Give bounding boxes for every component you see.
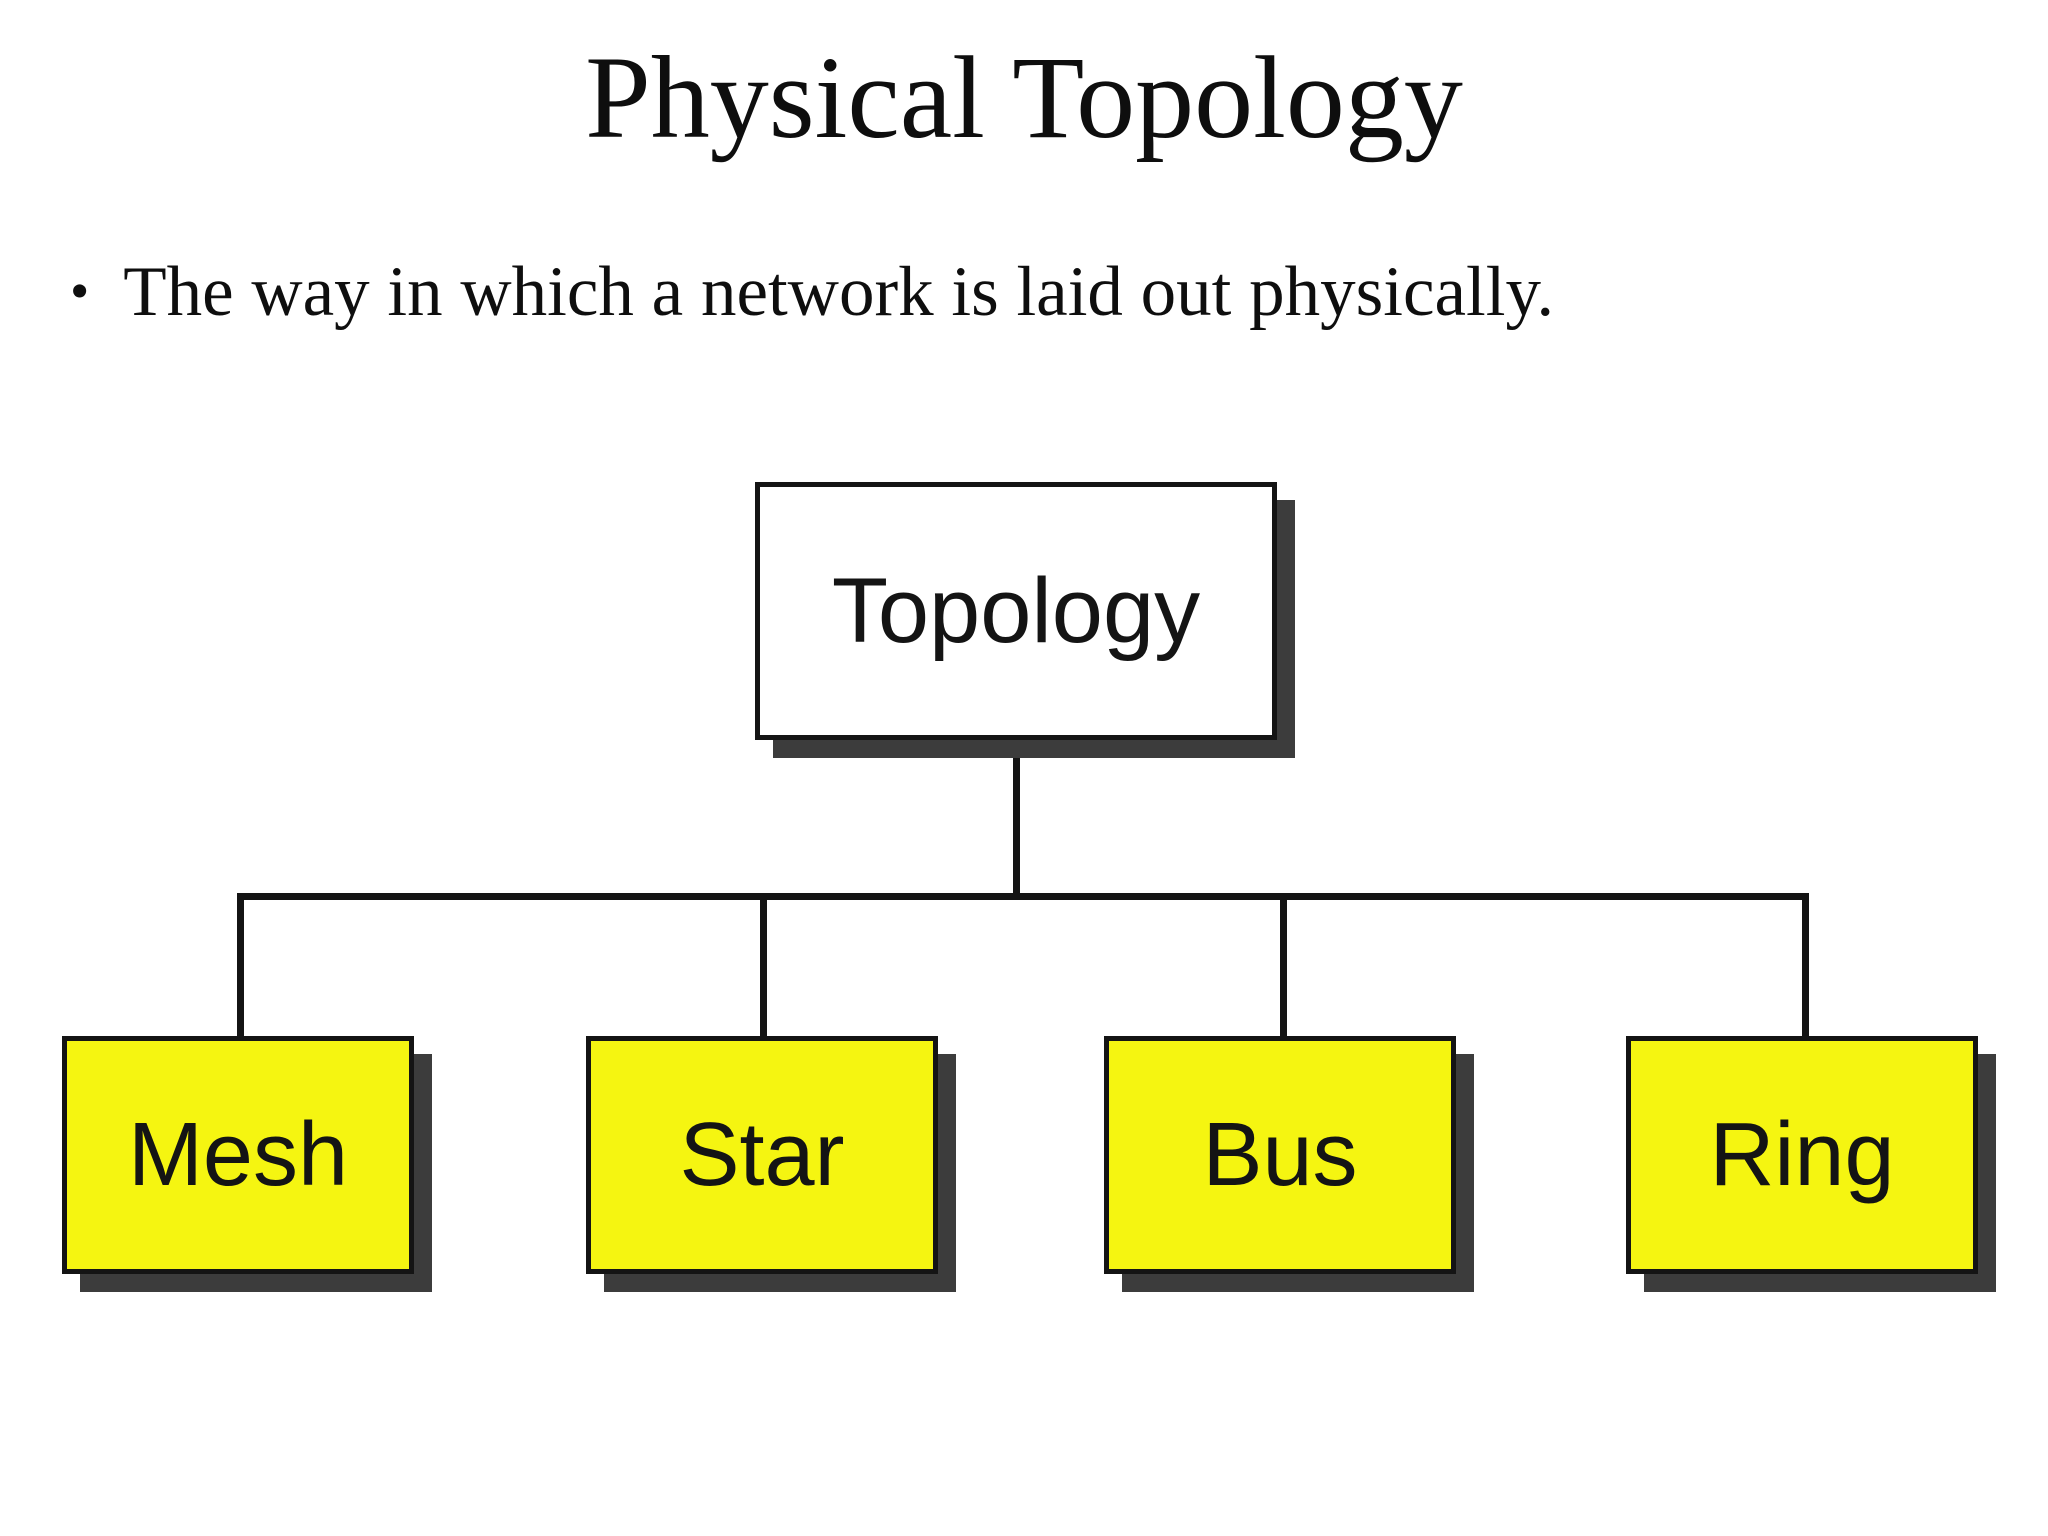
- bullet-marker: •: [70, 260, 90, 321]
- node-topology-label: Topology: [831, 559, 1201, 662]
- node-ring: Ring: [1626, 1036, 1978, 1274]
- node-star-label: Star: [679, 1104, 845, 1205]
- node-bus-label: Bus: [1202, 1104, 1358, 1205]
- page-title: Physical Topology: [585, 32, 1463, 163]
- bullet-text: The way in which a network is laid out p…: [123, 253, 1555, 331]
- connector-drop-bus: [1280, 893, 1287, 1043]
- connector-drop-mesh: [237, 893, 244, 1043]
- node-topology: Topology: [755, 482, 1277, 740]
- connector-drop-star: [760, 893, 767, 1043]
- node-ring-label: Ring: [1709, 1104, 1895, 1205]
- node-mesh-label: Mesh: [127, 1104, 349, 1205]
- connector-stem: [1013, 740, 1020, 898]
- connector-bar: [237, 893, 1809, 900]
- bullet-item: • The way in which a network is laid out…: [70, 252, 1554, 333]
- node-bus: Bus: [1104, 1036, 1456, 1274]
- connector-drop-ring: [1802, 893, 1809, 1043]
- node-star: Star: [586, 1036, 938, 1274]
- node-mesh: Mesh: [62, 1036, 414, 1274]
